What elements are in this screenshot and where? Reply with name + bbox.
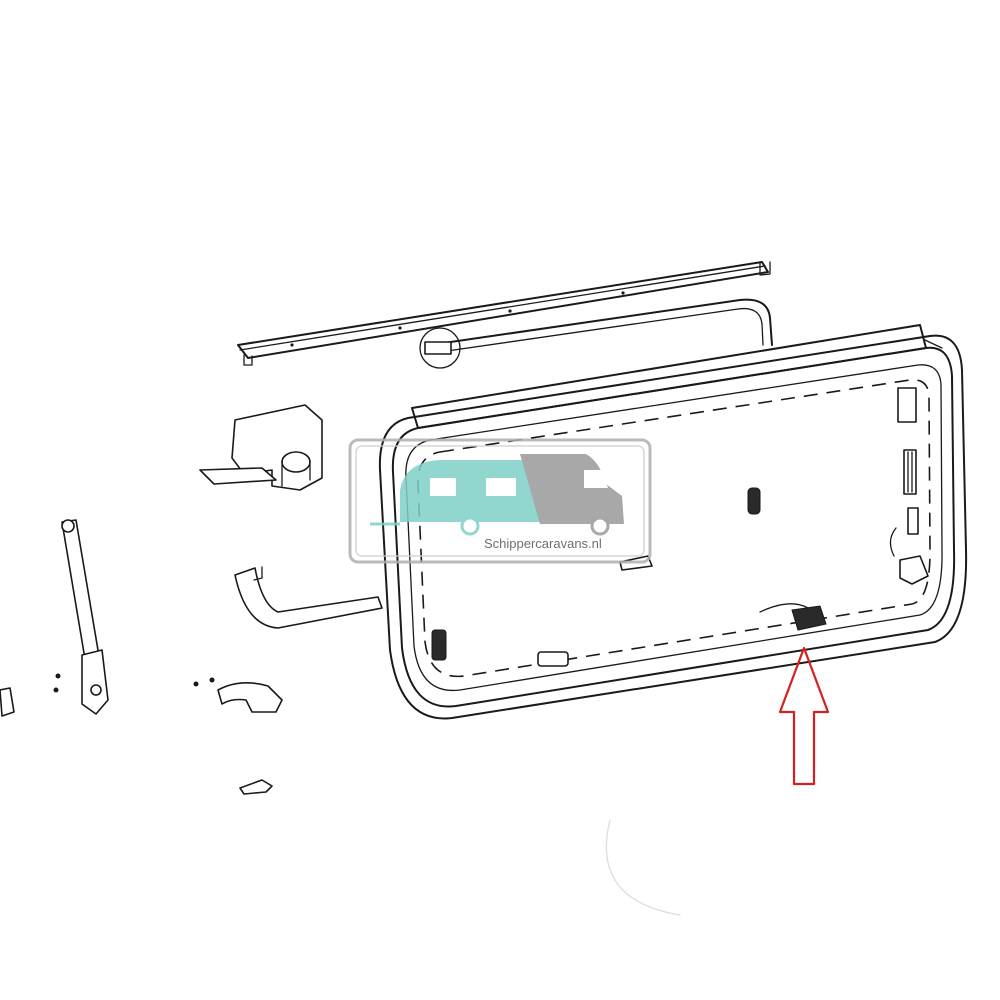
background-curve bbox=[605, 819, 681, 916]
watermark-text: Schippercaravans.nl bbox=[484, 536, 602, 551]
window-handle-on-frame bbox=[759, 603, 827, 631]
watermark-logo: Schippercaravans.nl bbox=[348, 438, 652, 564]
frame-mechanisms bbox=[431, 387, 929, 667]
top-rail bbox=[237, 261, 771, 366]
hinge-clip-part bbox=[199, 404, 323, 491]
stay-arm-part bbox=[0, 519, 109, 717]
small-catch-part bbox=[239, 779, 273, 795]
loose-handle-part bbox=[193, 677, 283, 713]
blind-frame-top bbox=[419, 298, 773, 369]
lower-seal-part bbox=[234, 566, 383, 629]
main-window-frame bbox=[378, 324, 968, 720]
up-arrow-icon bbox=[778, 646, 830, 786]
